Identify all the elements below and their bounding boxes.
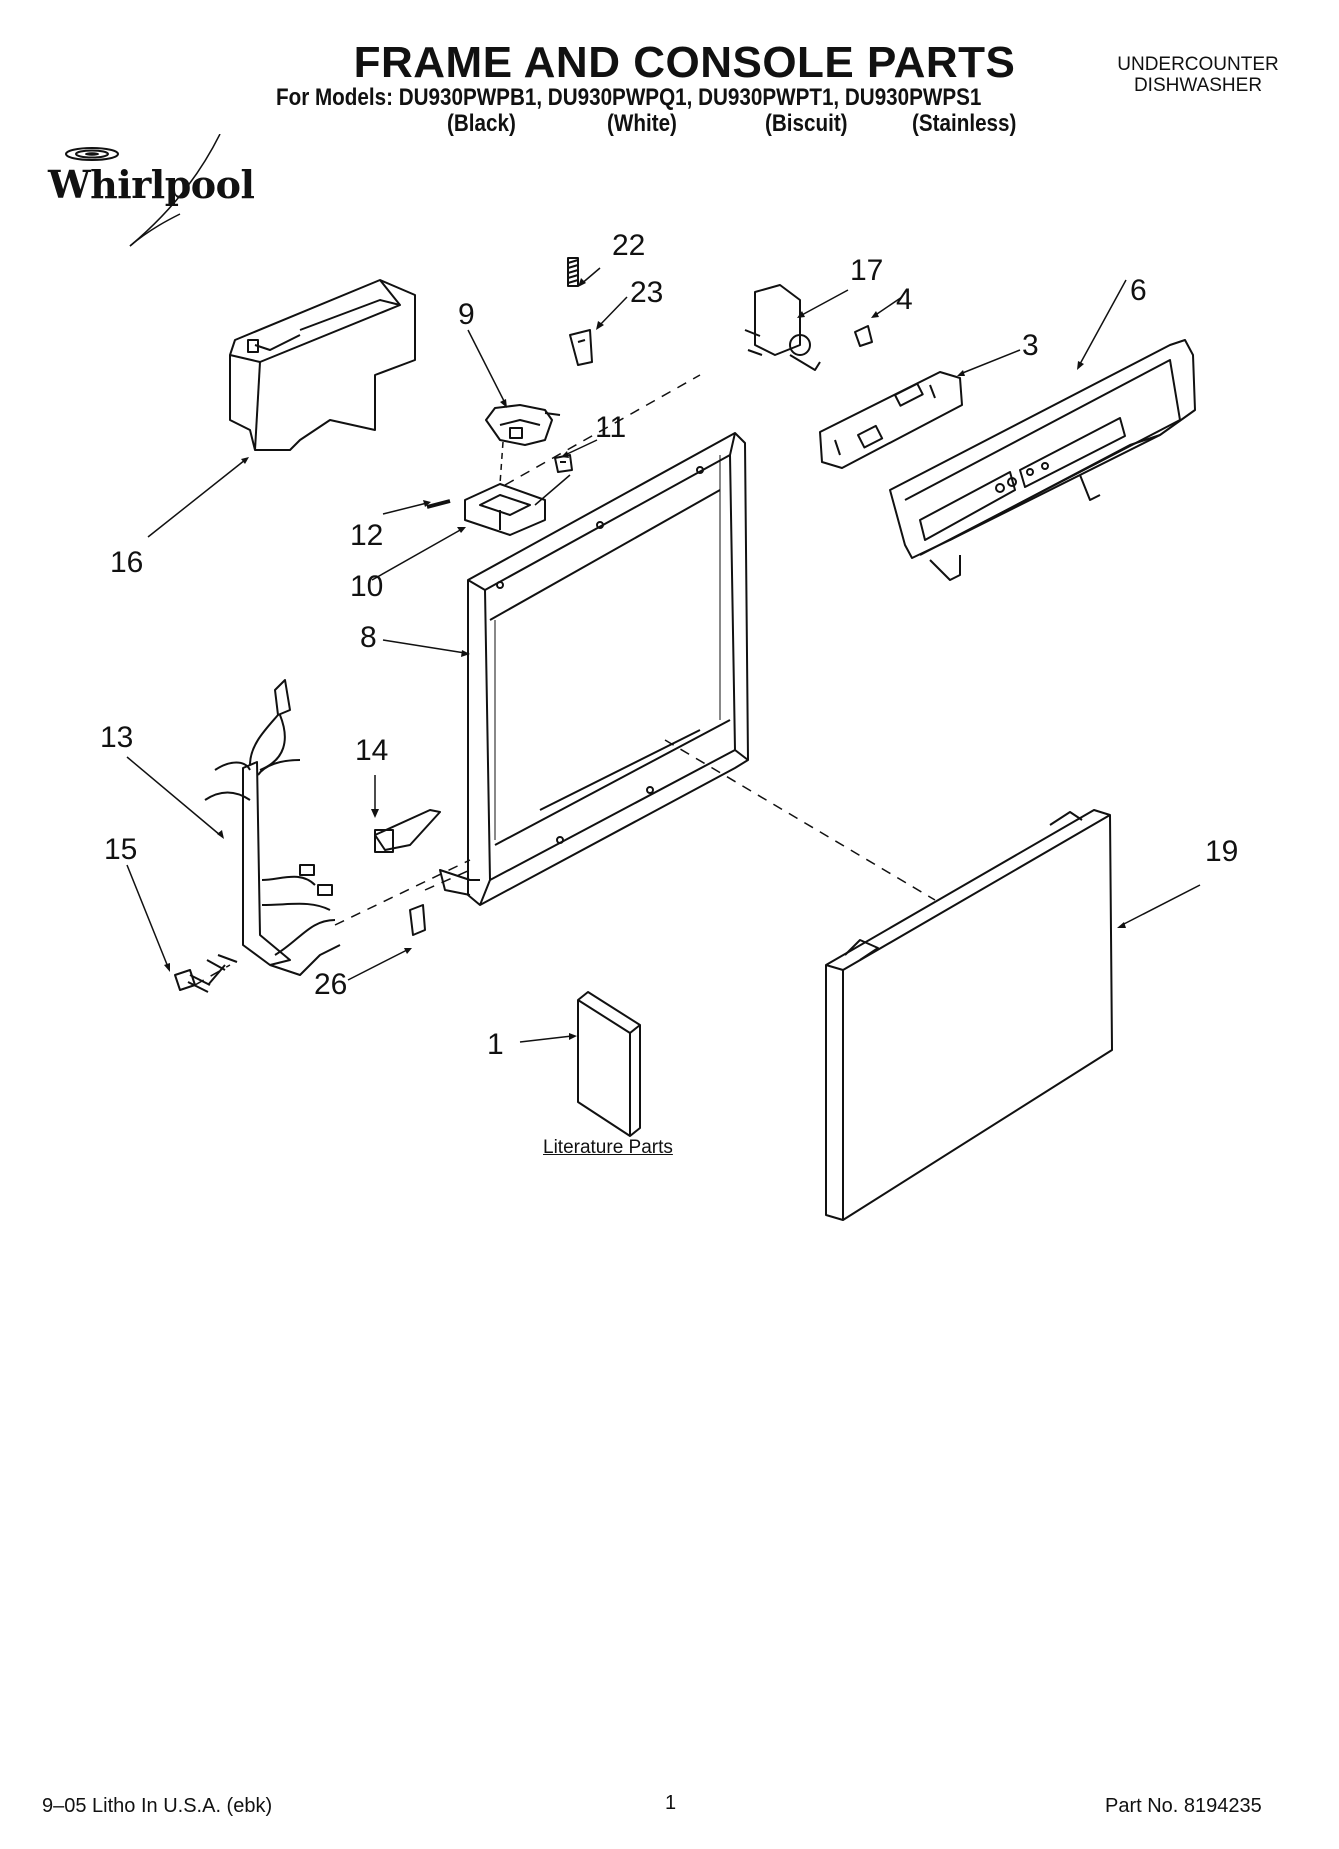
part-15-screw bbox=[174, 964, 226, 993]
footer-litho: 9–05 Litho In U.S.A. (ebk) bbox=[42, 1795, 273, 1817]
page-number: 1 bbox=[665, 1792, 677, 1814]
part-8-frame bbox=[439, 432, 749, 906]
part-14-plug bbox=[374, 809, 441, 853]
part-9-latch bbox=[485, 404, 561, 446]
whirlpool-swirl-icon bbox=[65, 133, 221, 247]
part-26-clip bbox=[409, 904, 426, 936]
part-22-spring bbox=[567, 257, 579, 287]
callout-8: 8 bbox=[360, 621, 377, 654]
callout-15: 15 bbox=[104, 833, 138, 866]
variant-black: (Black) bbox=[447, 110, 516, 137]
callout-12: 12 bbox=[350, 519, 384, 552]
part-4-clip bbox=[854, 325, 873, 347]
callout-17: 17 bbox=[850, 254, 884, 287]
callout-4: 4 bbox=[896, 283, 913, 316]
callout-14: 14 bbox=[355, 734, 389, 767]
arrowheads bbox=[164, 278, 1126, 1040]
part-number: Part No. 8194235 bbox=[1105, 1795, 1262, 1817]
callout-13: 13 bbox=[100, 721, 134, 754]
callout-1: 1 bbox=[487, 1028, 504, 1061]
part-16-cover bbox=[229, 279, 416, 451]
literature-parts-label: Literature Parts bbox=[543, 1137, 673, 1158]
part-13-harness bbox=[204, 679, 341, 976]
callout-10: 10 bbox=[350, 570, 384, 603]
brand-wordmark: Whirlpool bbox=[48, 162, 255, 207]
callout-3: 3 bbox=[1022, 329, 1039, 362]
part-23-clip bbox=[569, 329, 593, 366]
part-10-bracket bbox=[464, 483, 546, 536]
part-19-door-panel bbox=[825, 809, 1113, 1221]
callout-19: 19 bbox=[1205, 835, 1239, 868]
part-11-switch bbox=[554, 454, 573, 473]
callout-9: 9 bbox=[458, 298, 475, 331]
product-type-line2: DISHWASHER bbox=[1133, 75, 1263, 96]
part-6-console bbox=[889, 339, 1196, 581]
part-3-control-panel bbox=[819, 371, 963, 469]
variant-white: (White) bbox=[607, 110, 677, 137]
model-list: For Models: DU930PWPB1, DU930PWPQ1, DU93… bbox=[276, 84, 982, 111]
whirlpool-logo: Whirlpool bbox=[30, 133, 270, 254]
callout-22: 22 bbox=[612, 229, 646, 262]
part-17-switch bbox=[744, 284, 821, 371]
callout-11: 11 bbox=[595, 411, 627, 444]
callout-23: 23 bbox=[630, 276, 664, 309]
leader-lines bbox=[126, 267, 1201, 1043]
product-type: UNDERCOUNTER DISHWASHER bbox=[1098, 54, 1298, 96]
callout-16: 16 bbox=[110, 546, 144, 579]
part-1-literature bbox=[577, 991, 641, 1137]
variant-biscuit: (Biscuit) bbox=[765, 110, 848, 137]
page-title: FRAME AND CONSOLE PARTS bbox=[353, 38, 1016, 87]
variant-stainless: (Stainless) bbox=[912, 110, 1017, 137]
part-12-pin bbox=[426, 499, 451, 509]
callout-26: 26 bbox=[314, 968, 348, 1001]
product-type-line1: UNDERCOUNTER bbox=[1117, 54, 1279, 75]
callout-6: 6 bbox=[1130, 274, 1147, 307]
